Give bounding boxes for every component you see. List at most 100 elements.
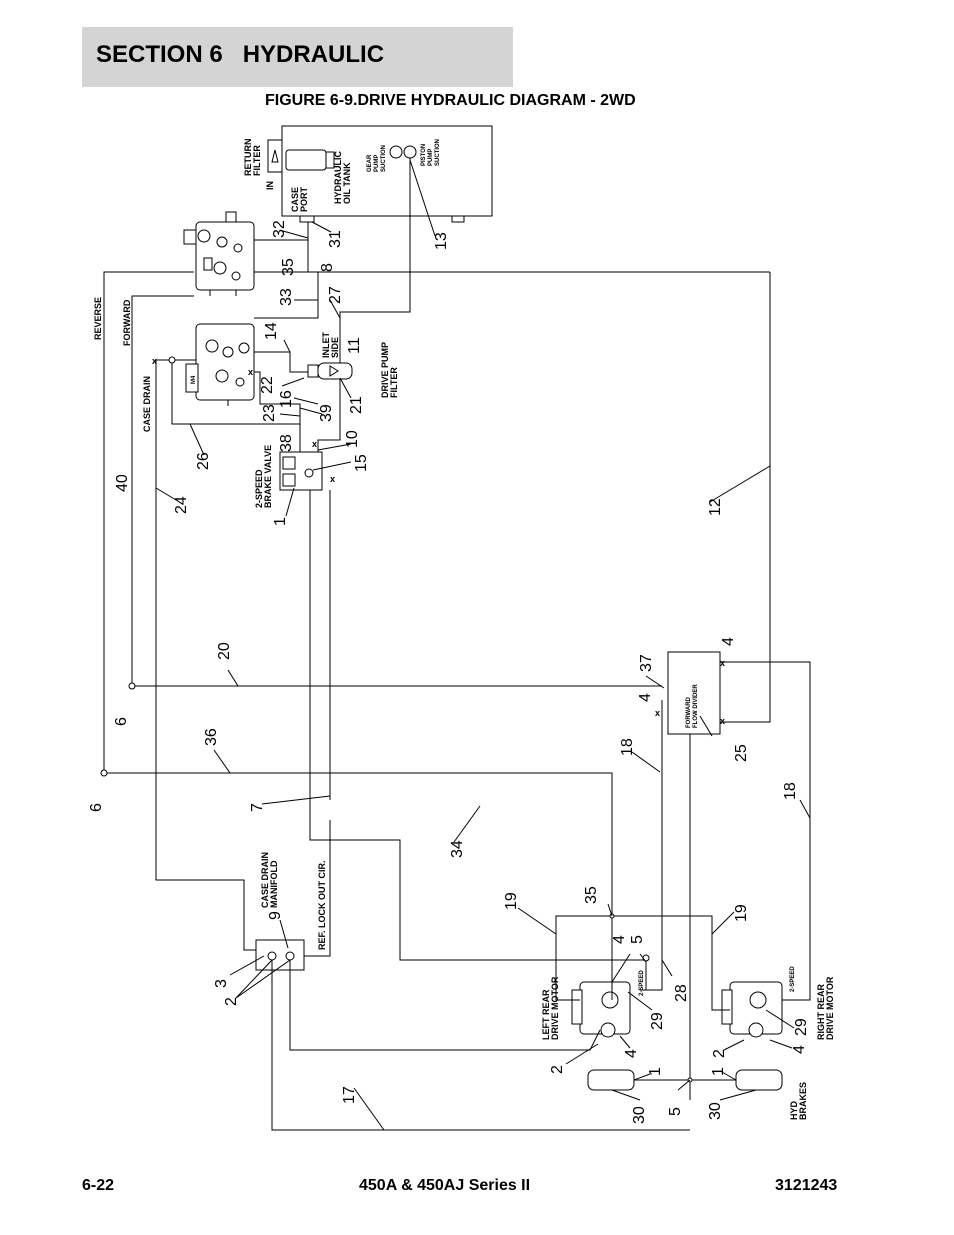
callout-4-divider: 4 <box>637 693 654 702</box>
svg-text:CASE: CASE <box>290 187 300 212</box>
inlet-side-label: INLET SIDE <box>321 331 340 358</box>
svg-text:2-SPEED: 2-SPEED <box>254 469 264 508</box>
svg-text:FLOW DIVIDER: FLOW DIVIDER <box>693 684 699 728</box>
callout-18-right: 18 <box>782 782 799 800</box>
callout-28: 28 <box>673 984 690 1002</box>
footer-doc-number: 3121243 <box>775 1177 838 1194</box>
two-speed-brake-valve <box>279 451 323 491</box>
svg-text:RETURN: RETURN <box>243 139 253 177</box>
svg-text:FILTER: FILTER <box>252 145 262 176</box>
right-two-speed-tag: 2-SPEED <box>790 966 796 992</box>
callout-9: 9 <box>267 911 284 920</box>
callout-8: 8 <box>319 263 336 272</box>
hydraulic-oil-tank-label: HYDRAULIC OIL TANK <box>333 151 352 204</box>
svg-text:x: x <box>655 708 660 718</box>
hyd-brakes-label: HYD BRAKES <box>789 1082 808 1120</box>
svg-text:PUMP: PUMP <box>374 155 380 172</box>
section-title: SECTION 6 HYDRAULIC <box>96 41 385 68</box>
callout-20: 20 <box>216 642 233 660</box>
svg-text:CASE DRAIN: CASE DRAIN <box>260 852 270 908</box>
reverse-label: REVERSE <box>93 297 103 340</box>
left-rear-drive-motor <box>571 981 631 1038</box>
callout-27: 27 <box>327 286 344 304</box>
callout-2-manifold: 2 <box>223 997 240 1006</box>
piston-pump-suction-label: PISTON PUMP SUCTION <box>421 139 441 166</box>
callout-18-left: 18 <box>619 738 636 756</box>
hydraulic-brakes <box>587 1069 783 1091</box>
flow-divider-label: FORWARD FLOW DIVIDER <box>686 684 699 728</box>
callout-numbers: 32 31 35 8 33 27 13 14 11 22 16 21 23 39… <box>88 220 810 1124</box>
callout-4-top: 4 <box>720 637 737 646</box>
svg-text:BRAKES: BRAKES <box>798 1082 808 1120</box>
callout-35-lower: 35 <box>583 886 600 904</box>
case-drain-manifold-label: CASE DRAIN MANIFOLD <box>260 852 279 908</box>
case-drain-label: CASE DRAIN <box>142 376 152 432</box>
callout-16: 16 <box>278 390 295 408</box>
callout-37: 37 <box>638 654 655 672</box>
callout-19-right: 19 <box>733 904 750 922</box>
svg-text:GEAR: GEAR <box>367 154 373 172</box>
svg-text:PISTON: PISTON <box>421 144 427 166</box>
figure-title: FIGURE 6-9.DRIVE HYDRAULIC DIAGRAM - 2WD <box>265 92 636 109</box>
hydraulic-oil-tank <box>267 125 493 223</box>
drive-pump-filter <box>307 362 353 380</box>
callout-39: 39 <box>318 404 335 422</box>
svg-text:OIL TANK: OIL TANK <box>342 162 352 204</box>
callout-5-left: 5 <box>629 935 646 944</box>
callout-12: 12 <box>707 498 724 516</box>
svg-text:FILTER: FILTER <box>389 367 399 398</box>
callout-40: 40 <box>114 474 131 492</box>
svg-text:INLET: INLET <box>321 331 331 358</box>
fittings: x x x x x x x <box>100 356 725 1083</box>
svg-text:M4: M4 <box>191 375 197 384</box>
callout-29-left: 29 <box>649 1012 666 1030</box>
drive-pump: M4 <box>185 323 255 406</box>
svg-text:HYDRAULIC: HYDRAULIC <box>333 151 343 204</box>
svg-text:SUCTION: SUCTION <box>381 145 387 172</box>
return-filter-label: RETURN FILTER <box>243 139 262 177</box>
callout-2-right: 2 <box>711 1049 728 1058</box>
svg-text:DRIVE MOTOR: DRIVE MOTOR <box>550 976 560 1040</box>
footer-page-number: 6-22 <box>82 1177 115 1194</box>
callout-1-right: 1 <box>710 1067 727 1076</box>
svg-text:x: x <box>330 474 335 484</box>
callout-15: 15 <box>353 454 370 472</box>
callout-4-right: 4 <box>791 1045 808 1054</box>
callout-34: 34 <box>449 840 466 858</box>
callout-30-right: 30 <box>707 1102 724 1120</box>
hydraulic-lines <box>103 158 811 1131</box>
callout-1-left: 1 <box>647 1067 664 1076</box>
callout-1: 1 <box>272 517 289 526</box>
svg-text:x: x <box>720 658 725 668</box>
gear-pump-suction-label: GEAR PUMP SUCTION <box>367 145 387 172</box>
svg-text:x: x <box>720 716 725 726</box>
brake-valve-label: 2-SPEED BRAKE VALVE <box>254 445 273 508</box>
callout-25: 25 <box>733 744 750 762</box>
right-rear-drive-motor <box>721 981 783 1038</box>
svg-text:x: x <box>312 439 317 449</box>
svg-text:x: x <box>248 367 253 377</box>
callout-36: 36 <box>203 728 220 746</box>
callout-6-top: 6 <box>113 717 130 726</box>
leader-lines <box>131 159 811 1131</box>
callout-4-left: 4 <box>623 1049 640 1058</box>
left-motor-label: LEFT REAR DRIVE MOTOR <box>541 976 560 1040</box>
callout-3: 3 <box>213 979 230 988</box>
callout-26: 26 <box>195 452 212 470</box>
callout-19-left: 19 <box>503 892 520 910</box>
case-port-label: CASE PORT <box>290 186 309 212</box>
svg-text:SIDE: SIDE <box>330 337 340 358</box>
forward-flow-divider <box>667 651 721 735</box>
callout-24: 24 <box>173 496 190 514</box>
in-label: IN <box>265 181 275 190</box>
svg-text:SUCTION: SUCTION <box>435 139 441 166</box>
svg-text:DRIVE MOTOR: DRIVE MOTOR <box>825 976 835 1040</box>
callout-38: 38 <box>278 434 295 452</box>
callout-17: 17 <box>341 1086 358 1104</box>
callout-23: 23 <box>261 404 278 422</box>
svg-text:DRIVE PUMP: DRIVE PUMP <box>380 342 390 398</box>
callout-29-right: 29 <box>793 1018 810 1036</box>
right-motor-label: RIGHT REAR DRIVE MOTOR <box>816 976 835 1040</box>
callout-6-bottom: 6 <box>88 803 105 812</box>
